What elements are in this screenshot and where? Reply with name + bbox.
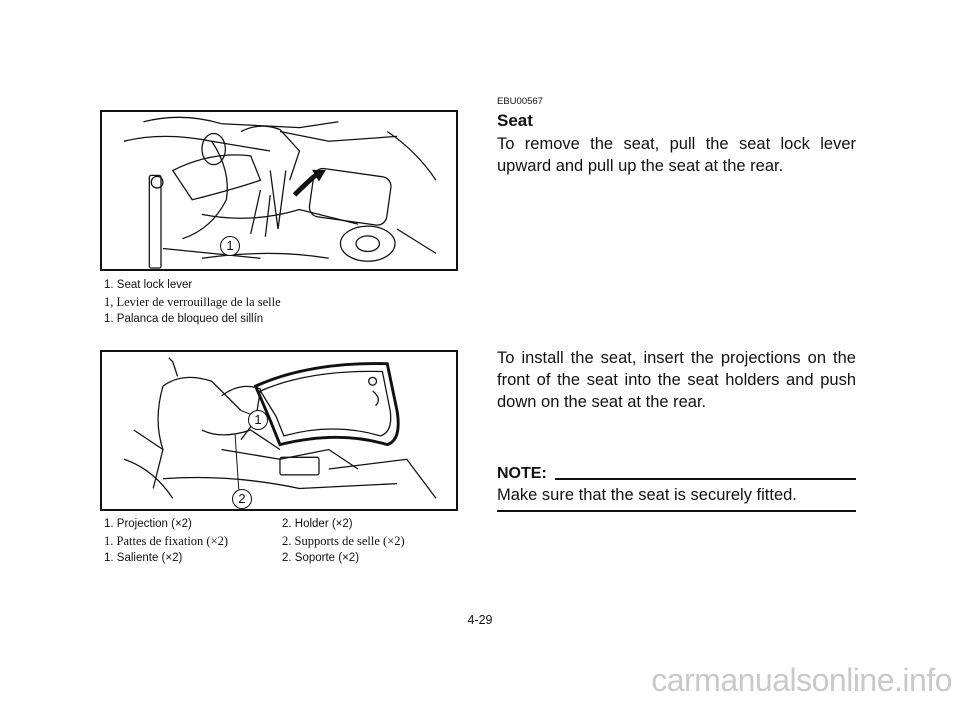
page-number: 4-29	[467, 613, 493, 627]
caption-projection-fr: 1. Pattes de fixation (×2)	[104, 534, 229, 548]
caption-french: 1, Levier de verrouillage de la selle	[104, 295, 281, 309]
lock-lever-callout: 1	[220, 236, 240, 256]
caption-holder-es: 2. Soporte (×2)	[282, 552, 360, 564]
section-title: Seat	[497, 111, 533, 130]
section-code: EBU00567	[497, 96, 543, 107]
note-header: NOTE:	[497, 465, 856, 483]
note-end-rule	[497, 510, 856, 512]
seat-installation-illustration: 1 2	[100, 350, 458, 511]
remove-instructions: To remove the seat, pull the seat lock l…	[497, 135, 856, 175]
figure2-caption: 1. Projection (×2) 2. Holder (×2) 1. Pat…	[104, 516, 405, 567]
caption-holder-fr: 2. Supports de selle (×2)	[282, 534, 405, 548]
caption-english: 1. Seat lock lever	[104, 279, 193, 291]
note-rule	[554, 478, 856, 480]
caption-french-row: 1. Pattes de fixation (×2) 2. Supports d…	[104, 533, 405, 550]
holder-callout: 2	[232, 489, 252, 509]
caption-english-row: 1. Projection (×2) 2. Holder (×2)	[104, 516, 405, 533]
figure1-caption: 1. Seat lock lever 1, Levier de verrouil…	[104, 277, 281, 328]
caption-spanish-row: 1. Saliente (×2) 2. Soporte (×2)	[104, 550, 405, 567]
caption-spanish: 1. Palanca de bloqueo del sillín	[104, 313, 264, 325]
caption-projection-es: 1. Saliente (×2)	[104, 552, 183, 564]
note-text: Make sure that the seat is securely fitt…	[497, 486, 797, 504]
projection-callout: 1	[248, 410, 268, 430]
seat-lock-lever-illustration: 1	[100, 110, 458, 271]
watermark: carmanualsonline.info	[651, 662, 952, 698]
caption-holder: 2. Holder (×2)	[282, 518, 353, 530]
caption-projection: 1. Projection (×2)	[104, 518, 192, 530]
note-label: NOTE:	[497, 465, 547, 482]
install-instructions: To install the seat, insert the projecti…	[497, 349, 856, 411]
